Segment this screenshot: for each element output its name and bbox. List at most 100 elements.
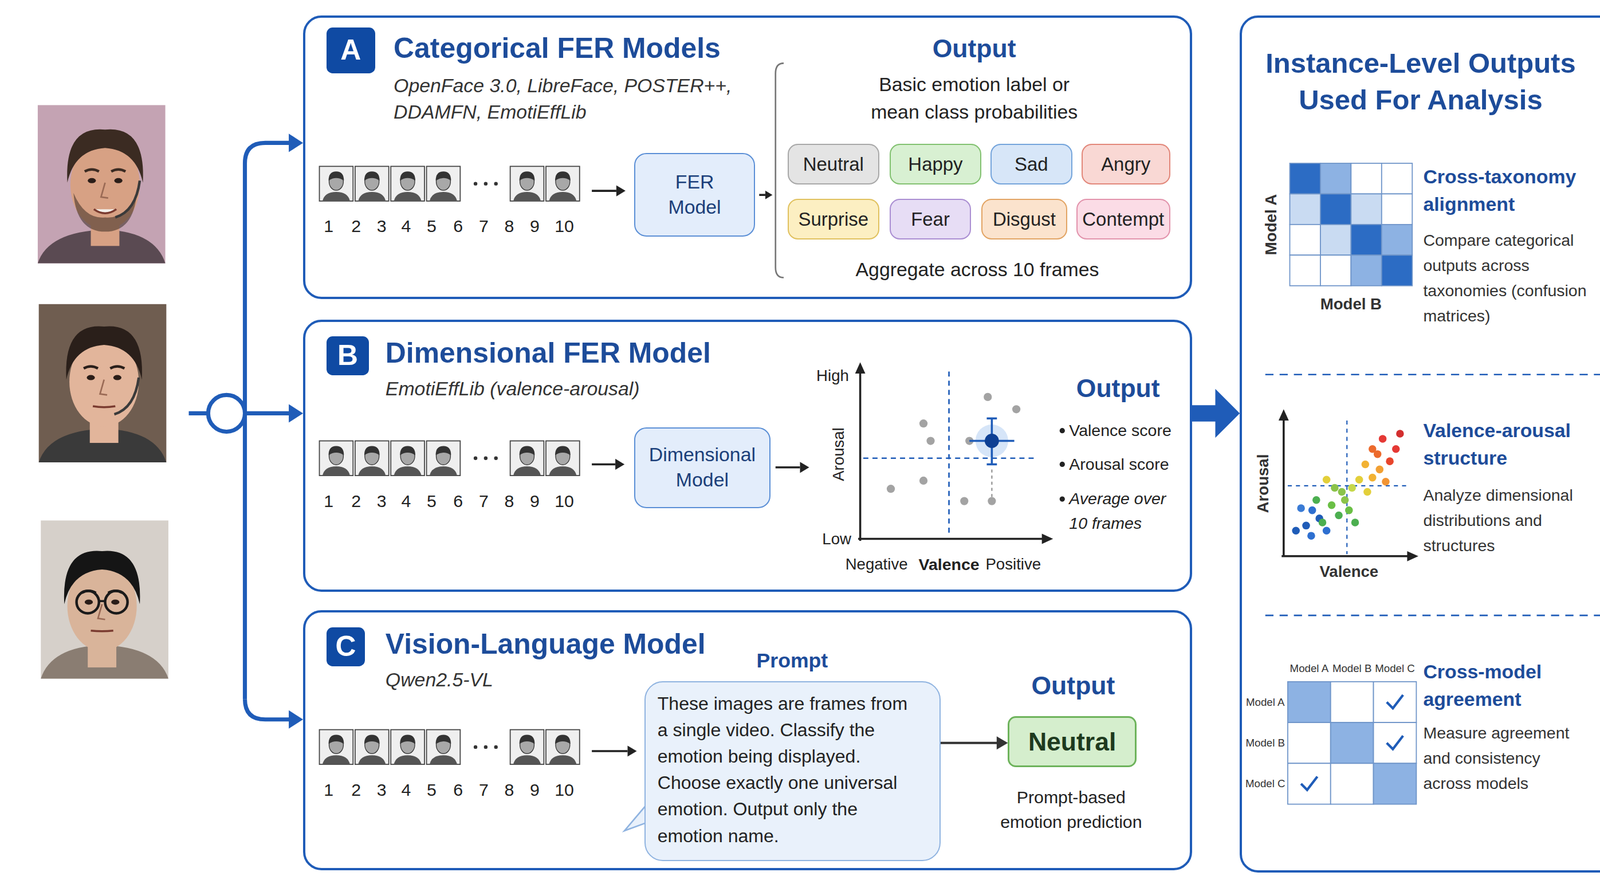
frame-number: 7 — [478, 216, 489, 237]
frame-number: 10 — [554, 216, 575, 237]
photo-eye — [113, 375, 122, 381]
frame-border — [355, 729, 389, 765]
ellipsis-dot — [493, 181, 498, 186]
photo-nose — [100, 379, 108, 396]
agreement-cell — [1373, 681, 1417, 723]
frame-border — [390, 166, 425, 202]
scatter-point — [1368, 473, 1377, 482]
table-header: Model C — [1374, 662, 1415, 675]
scatter-point — [1341, 496, 1350, 505]
frame-number: 9 — [529, 216, 540, 237]
box-label: Dimensional Model — [643, 442, 762, 493]
check-mark — [1386, 694, 1404, 709]
frame-border — [319, 729, 354, 765]
matrix-cell — [1381, 193, 1413, 224]
frame-icon — [545, 441, 580, 477]
matrix-cell — [1350, 163, 1382, 194]
frame-hair — [435, 171, 452, 181]
branch-line — [245, 698, 292, 720]
frame-point — [983, 392, 992, 402]
frame-body — [322, 191, 351, 202]
frame-number: 6 — [453, 216, 463, 237]
check-mark — [1300, 776, 1318, 790]
matrix-cell — [1320, 254, 1351, 286]
panel-badge: B — [326, 336, 370, 376]
bullet-dot — [1059, 496, 1065, 502]
frame-icon — [390, 729, 425, 765]
photo-headset — [114, 377, 140, 415]
frame-icon — [510, 166, 545, 202]
output-description: Prompt-based emotion prediction — [992, 785, 1151, 835]
matrix-axis-label: Model A — [1262, 194, 1281, 255]
table-header: Model B — [1332, 662, 1373, 675]
chart-axis — [1282, 418, 1285, 556]
frame-number: 6 — [453, 490, 463, 511]
matrix-cell — [1320, 163, 1351, 194]
frame-number: 3 — [376, 779, 387, 800]
box-label: Contempt — [1082, 207, 1165, 231]
frame-number: 8 — [504, 216, 514, 237]
method-panel: Dimensional FER ModelEmotiEffLib (valenc… — [303, 319, 1192, 593]
input-line — [189, 411, 209, 416]
frame-hair — [399, 734, 416, 745]
scatter-point — [1361, 460, 1370, 469]
box-label: Happy — [907, 152, 963, 176]
flow-line — [591, 189, 617, 192]
table-header: Model C — [1245, 777, 1286, 790]
scatter-point — [1381, 477, 1390, 486]
matrix-cell — [1381, 163, 1413, 194]
ellipsis-dot — [493, 745, 498, 749]
frame-icon — [510, 729, 545, 765]
face-photo — [40, 520, 169, 679]
frame-body — [513, 191, 541, 202]
agreement-cell — [1287, 763, 1331, 804]
section-divider — [1265, 373, 1600, 376]
branch-line — [245, 411, 292, 416]
model-list: EmotiEffLib (valence-arousal) — [385, 375, 640, 402]
output-item: Valence score — [1068, 418, 1172, 443]
scatter-point — [1355, 475, 1364, 484]
frame-body — [394, 466, 422, 476]
emotion-chip: Fear — [889, 198, 972, 240]
arrow-head — [855, 362, 866, 374]
box-label: B — [337, 341, 359, 371]
scatter-point — [1368, 445, 1377, 454]
axis-label: Valence — [918, 555, 980, 575]
frame-body — [358, 466, 386, 476]
arrow-head — [288, 403, 304, 423]
frame-number: 4 — [401, 216, 412, 237]
photo-glasses — [104, 590, 128, 613]
chart-guide — [1346, 420, 1348, 554]
frame-hair — [519, 734, 536, 745]
frame-border — [545, 166, 580, 202]
frame-point — [987, 496, 996, 505]
scatter-point — [1302, 521, 1311, 530]
photo-hair — [64, 550, 141, 604]
chart-axis — [859, 371, 862, 541]
analysis-description: Measure agreement and consistency across… — [1422, 720, 1592, 797]
arrow-head — [1042, 533, 1054, 545]
ellipsis-dot — [484, 745, 488, 749]
frame-body — [548, 466, 577, 476]
frame-icon — [545, 729, 580, 765]
matrix-axis-label: Model B — [1320, 295, 1382, 314]
matrix-cell — [1290, 163, 1321, 194]
frame-hair — [364, 445, 380, 455]
ellipsis-dot — [484, 456, 488, 461]
analysis-description: Analyze dimensional distributions and st… — [1422, 482, 1592, 559]
check-mark — [1386, 735, 1404, 749]
model-list: OpenFace 3.0, LibreFace, POSTER++, DDAMF… — [393, 72, 761, 126]
frame-number: 3 — [376, 216, 387, 237]
frame-border — [510, 166, 545, 202]
photo-glasses — [76, 590, 100, 613]
ellipsis-dot — [473, 456, 478, 461]
output-bracket — [775, 63, 784, 278]
emotion-chip: Angry — [1081, 143, 1171, 185]
axis-tick-label: Low — [822, 529, 852, 549]
panel-title: Instance-Level Outputs Used For Analysis — [1246, 44, 1595, 119]
agreement-cell — [1287, 681, 1331, 723]
frame-point — [886, 484, 895, 493]
ellipsis-dot — [473, 181, 478, 186]
arrow-head — [765, 190, 773, 200]
frame-border — [319, 166, 354, 202]
